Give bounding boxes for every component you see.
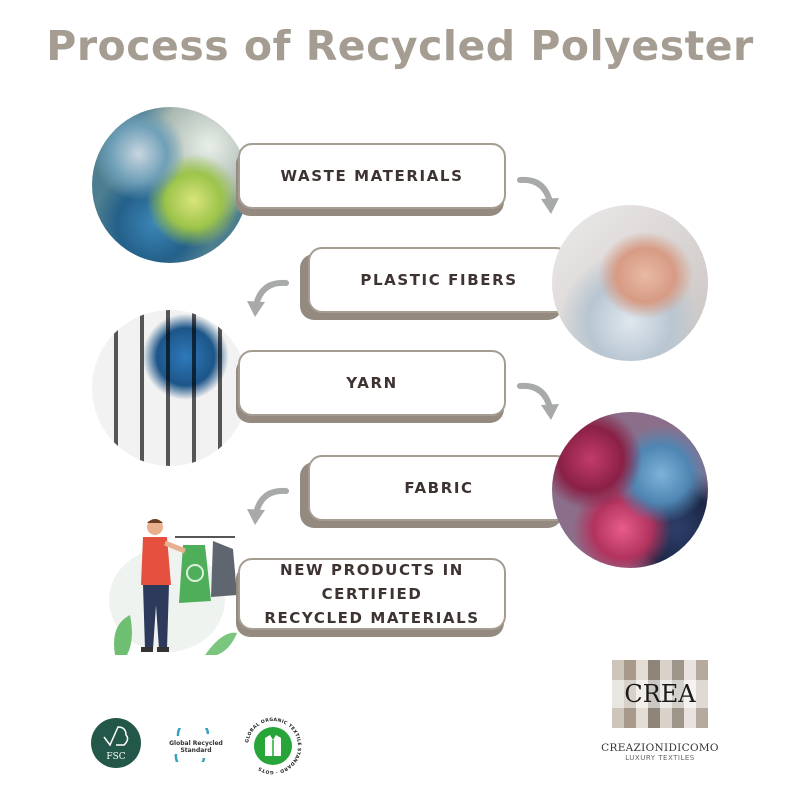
svg-text:FSC: FSC xyxy=(106,752,125,762)
arrow-down-right-icon xyxy=(517,176,559,214)
crea-mark: CREA xyxy=(612,680,708,708)
crea-brand-logo: CREA CREAZIONIDICOMO LUXURY TEXTILES xyxy=(590,660,730,762)
waste-materials-image xyxy=(92,107,248,263)
gots-logo: GLOBAL ORGANIC TEXTILE STANDARD · GOTS xyxy=(244,717,302,775)
brand-name: CREAZIONIDICOMO xyxy=(601,742,719,754)
step-new-products-line2: RECYCLED MATERIALS xyxy=(264,609,480,627)
step-new-products: NEW PRODUCTS IN CERTIFIED RECYCLED MATER… xyxy=(238,558,506,630)
page-title: Process of Recycled Polyester xyxy=(46,22,754,70)
plastic-fibers-image xyxy=(552,205,708,361)
fsc-logo: FSC xyxy=(91,718,141,768)
step-plastic-fibers: PLASTIC FIBERS xyxy=(308,247,570,313)
arrow-down-left-icon xyxy=(247,279,289,317)
step-fabric: FABRIC xyxy=(308,455,570,521)
yarn-image xyxy=(92,310,248,466)
svg-text:Global Recycled: Global Recycled xyxy=(169,740,223,747)
arrow-down-left-icon xyxy=(247,487,289,525)
shopper-illustration xyxy=(109,519,237,655)
global-recycled-standard-logo: Global Recycled Standard xyxy=(169,728,223,762)
step-new-products-line1: NEW PRODUCTS IN CERTIFIED xyxy=(280,561,464,603)
step-waste-materials: WASTE MATERIALS xyxy=(238,143,506,209)
crea-mosaic: CREA xyxy=(612,660,708,728)
brand-tagline: LUXURY TEXTILES xyxy=(625,754,695,762)
arrow-down-right-icon xyxy=(517,382,559,420)
svg-text:Standard: Standard xyxy=(180,747,211,754)
step-yarn: YARN xyxy=(238,350,506,416)
fabric-image xyxy=(552,412,708,568)
